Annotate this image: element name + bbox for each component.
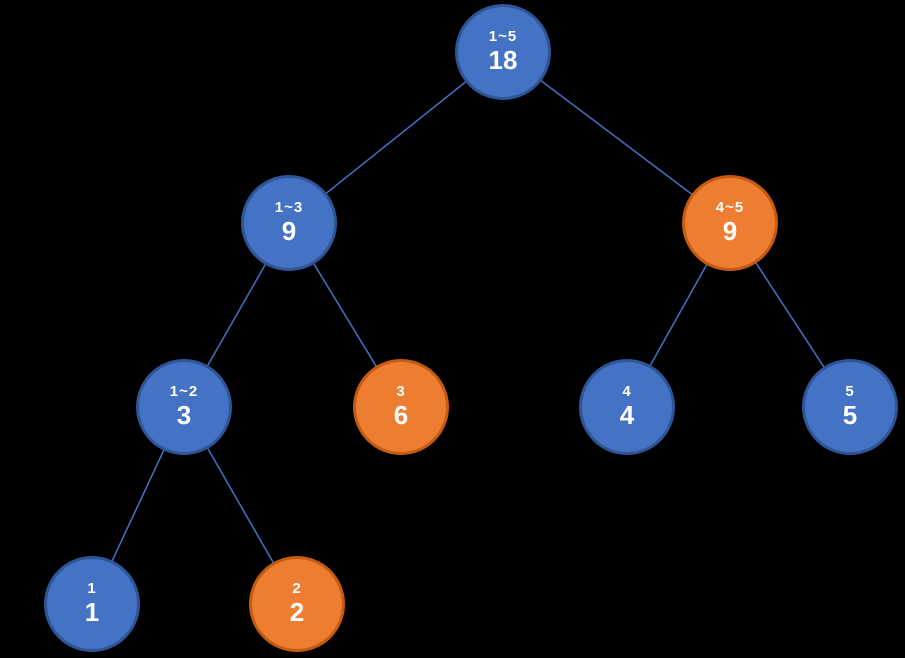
tree-node-2: 2 2 [249,556,345,652]
node-value-label: 9 [722,216,738,247]
tree-node-1-3: 1~3 9 [241,175,337,271]
node-range-label: 1~2 [169,382,199,400]
tree-node-4-5: 4~5 9 [682,175,778,271]
node-value-label: 9 [281,216,297,247]
node-value-label: 4 [619,400,635,431]
tree-node-5: 5 5 [802,359,898,455]
node-range-label: 4 [622,382,632,400]
node-value-label: 3 [176,400,192,431]
node-value-label: 1 [84,597,100,628]
tree-node-1: 1 1 [44,556,140,652]
node-range-label: 2 [292,579,302,597]
node-range-label: 4~5 [715,198,745,216]
node-range-label: 1~3 [274,198,304,216]
tree-node-1-5: 1~5 18 [455,4,551,100]
node-value-label: 2 [289,597,305,628]
node-value-label: 5 [842,400,858,431]
node-range-label: 5 [845,382,855,400]
node-value-label: 6 [393,400,409,431]
tree-node-1-2: 1~2 3 [136,359,232,455]
node-range-label: 1 [87,579,97,597]
tree-node-4: 4 4 [579,359,675,455]
tree-node-3: 3 6 [353,359,449,455]
node-range-label: 1~5 [488,27,518,45]
node-value-label: 18 [488,45,518,76]
node-range-label: 3 [396,382,406,400]
